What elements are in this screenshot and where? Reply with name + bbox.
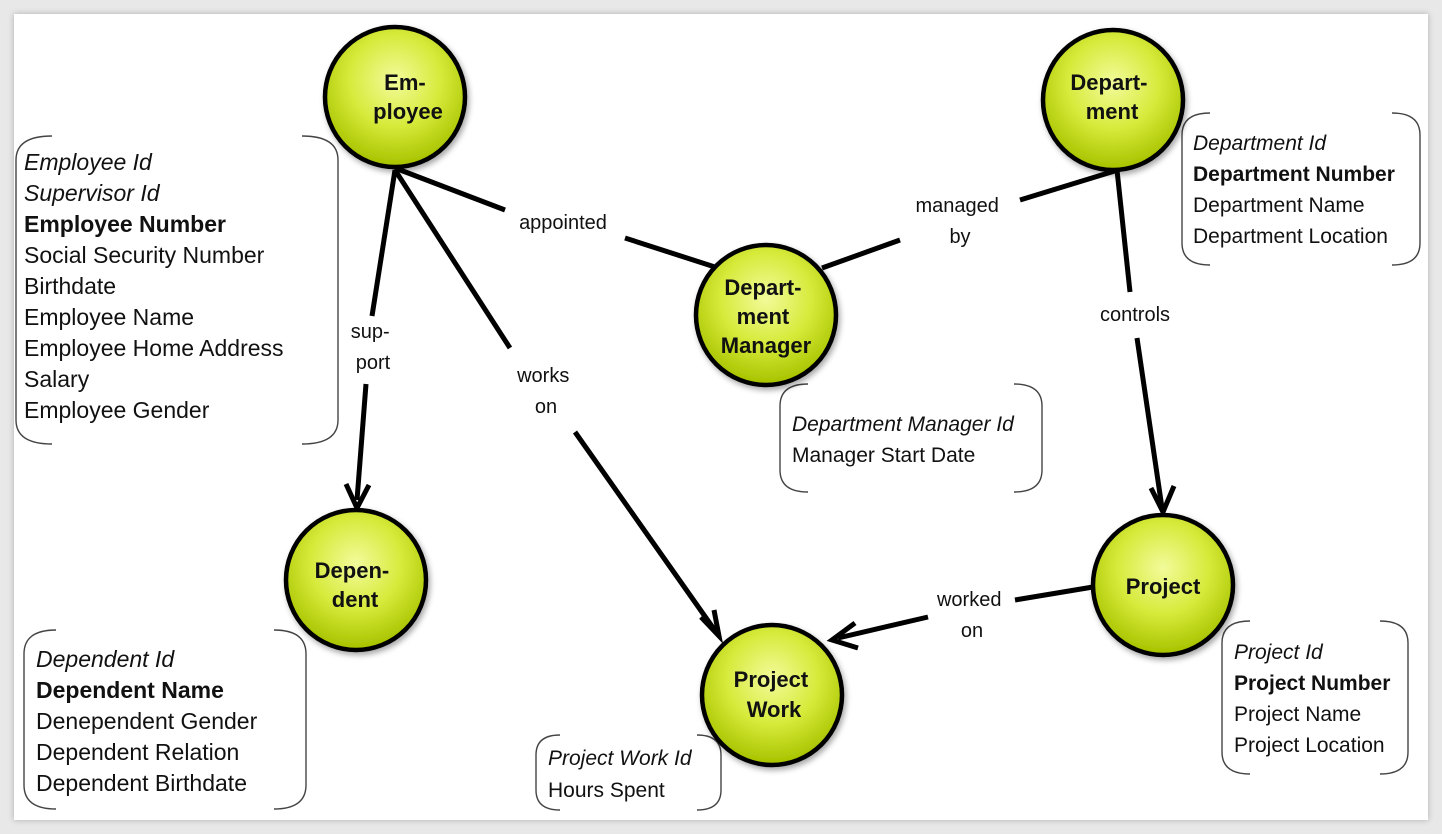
- entity-project-label: Project: [1126, 574, 1201, 599]
- edge-support-line-b: [354, 383, 369, 501]
- entity-project[interactable]: Project: [1090, 512, 1236, 658]
- entity-department-circle: [1040, 27, 1186, 173]
- project-attr-bracket-left: [1221, 620, 1251, 775]
- edge-works-on-line-b: [572, 430, 719, 634]
- edge-label-support: sup- port: [351, 321, 395, 374]
- project-work-attr-bracket-right: [696, 734, 722, 811]
- entity-project-work-label: Project Work: [734, 667, 815, 722]
- dependent-attribute: Dependent Relation: [36, 739, 239, 765]
- edge-works-on-line-a: [392, 168, 513, 350]
- attribute-brackets: [15, 112, 1421, 811]
- edge-label-worked-on: worked on: [936, 589, 1007, 642]
- department-attributes: Department Id Department NumberDepartment…: [1193, 132, 1395, 248]
- employee-attribute: Supervisor Id: [24, 180, 161, 206]
- department-attribute: Department Number: [1193, 163, 1395, 186]
- department-attribute: Department Name: [1193, 194, 1365, 217]
- entity-project-work-circle: [699, 622, 845, 768]
- dependent-attribute: Dependent Name: [36, 677, 224, 703]
- dependent-attribute: Denependent Gender: [36, 708, 258, 734]
- dept-manager-attr-bracket-right: [1013, 383, 1043, 493]
- edge-worked-on-arrowhead: [826, 620, 859, 651]
- entity-department-manager-circle: [693, 242, 839, 388]
- project-work-attr-bracket-left: [535, 734, 561, 811]
- project-attribute: Project Name: [1234, 703, 1361, 726]
- employee-attribute: Employee Name: [24, 304, 194, 330]
- edge-support-line-a: [369, 169, 398, 317]
- edge-label-appointed: appointed: [519, 212, 607, 234]
- project-attribute: Project Number: [1234, 672, 1390, 695]
- edges-layer: [343, 165, 1177, 651]
- entity-project-circle: [1090, 512, 1236, 658]
- employee-attribute: Employee Home Address: [24, 335, 284, 361]
- edge-controls-line-b: [1134, 337, 1165, 509]
- entity-department-manager-label: Depart- ment Manager: [721, 275, 812, 358]
- edge-managed-by-line-b: [821, 237, 901, 271]
- edge-labels-layer: appointed managed by sup- port works on …: [351, 195, 1170, 642]
- dependent-attr-bracket-left: [23, 629, 57, 810]
- employee-attribute: Salary: [24, 366, 90, 392]
- department-attribute: Department Location: [1193, 225, 1388, 248]
- department-manager-attributes: Department Manager Id Manager Start Date: [792, 413, 1015, 467]
- edge-label-managed-by: managed by: [916, 195, 1005, 248]
- entity-department[interactable]: Depart- ment: [1040, 27, 1186, 173]
- entity-dependent-label: Depen- dent: [315, 558, 396, 612]
- employee-attribute: Employee Number: [24, 211, 226, 237]
- entity-dependent[interactable]: Depen- dent: [283, 507, 429, 653]
- edge-appointed-line-a: [394, 165, 506, 213]
- edge-appointed-line-b: [624, 235, 719, 271]
- department-manager-attribute: Manager Start Date: [792, 444, 975, 467]
- entity-department-manager[interactable]: Depart- ment Manager: [693, 242, 839, 388]
- department-attribute: Department Id: [1193, 132, 1327, 155]
- project-attr-bracket-right: [1379, 620, 1409, 775]
- project-attribute: Project Location: [1234, 734, 1385, 757]
- employee-attribute: Employee Id: [24, 149, 153, 175]
- employee-attribute: Employee Gender: [24, 397, 210, 423]
- project-work-attribute: Project Work Id: [548, 747, 693, 770]
- entity-department-label: Depart- ment: [1070, 70, 1153, 124]
- dependent-attribute: Dependent Birthdate: [36, 770, 247, 796]
- project-work-attributes: Project Work Id Hours Spent: [548, 747, 693, 802]
- employee-attr-bracket-left: [15, 135, 53, 445]
- edge-controls-line-a: [1114, 169, 1133, 293]
- entity-nodes: Em- ployee Depart- ment Depart- ment Man…: [283, 24, 1236, 768]
- edge-works-on-arrowhead: [699, 609, 724, 644]
- edge-managed-by-line-a: [1019, 167, 1119, 203]
- department-attr-bracket-right: [1391, 112, 1421, 266]
- entity-employee-label: Em- ployee: [373, 70, 443, 124]
- edge-worked-on-line-b: [837, 614, 929, 641]
- department-manager-attribute: Department Manager Id: [792, 413, 1015, 436]
- employee-attributes: Employee Id Supervisor Id Employee NumberS…: [24, 149, 284, 423]
- entity-employee[interactable]: Em- ployee: [322, 24, 468, 170]
- edge-label-controls: controls: [1100, 304, 1170, 326]
- edge-controls-arrowhead: [1148, 485, 1177, 518]
- employee-attr-bracket-right: [301, 135, 339, 445]
- project-work-attribute: Hours Spent: [548, 779, 665, 802]
- dept-manager-attr-bracket-left: [779, 383, 809, 493]
- project-attribute: Project Id: [1234, 641, 1324, 664]
- entity-dependent-circle: [283, 507, 429, 653]
- dependent-attr-bracket-right: [273, 629, 307, 810]
- entity-employee-circle: [322, 24, 468, 170]
- employee-attribute: Birthdate: [24, 273, 116, 299]
- entity-project-work[interactable]: Project Work: [699, 622, 845, 768]
- department-attr-bracket-left: [1181, 112, 1211, 266]
- edge-label-works-on: works on: [516, 365, 575, 418]
- edge-worked-on-line-a: [1014, 584, 1094, 603]
- employee-attribute: Social Security Number: [24, 242, 265, 268]
- dependent-attribute: Dependent Id: [36, 646, 175, 672]
